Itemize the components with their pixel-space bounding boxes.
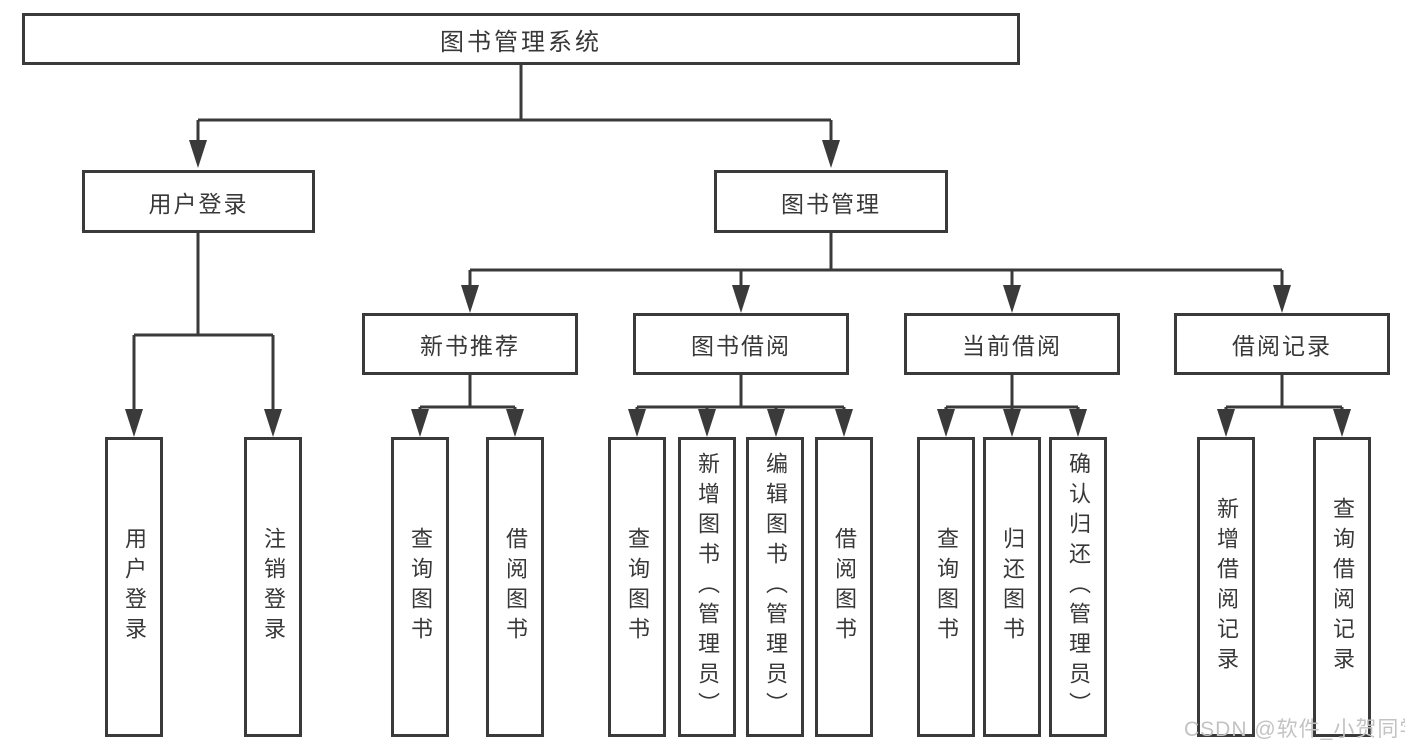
leaf-add-borrow-record: 新增借阅记录: [1197, 437, 1255, 737]
node-label: 用户登录: [122, 527, 147, 647]
node-user-login: 用户登录: [82, 170, 315, 233]
leaf-add-books-admin: 新增图书（管理员）: [678, 437, 736, 737]
node-label: 图书管理: [781, 190, 881, 217]
node-new-book-recommendation: 新书推荐: [362, 313, 578, 375]
leaf-query-borrow-record: 查询借阅记录: [1313, 437, 1371, 737]
leaf-confirm-return-admin: 确认归还（管理员）: [1049, 437, 1107, 737]
leaf-logout-login: 注销登录: [244, 437, 302, 737]
node-label: 查询图书: [934, 527, 959, 647]
node-label: 注销登录: [261, 527, 286, 647]
leaf-query-books-current: 查询图书: [917, 437, 975, 737]
node-label: 图书借阅: [691, 333, 791, 359]
node-label: 当前借阅: [962, 333, 1062, 359]
node-borrowing-records: 借阅记录: [1174, 313, 1390, 375]
node-book-management: 图书管理: [714, 170, 948, 233]
node-label: 借阅图书: [832, 527, 857, 647]
leaf-edit-books-admin: 编辑图书（管理员）: [746, 437, 804, 737]
csdn-watermark: CSDN @软件_小贺同学: [1184, 718, 1405, 741]
node-label: 编辑图书（管理员）: [763, 452, 788, 722]
node-label: 借阅图书: [503, 527, 528, 647]
node-label: 查询图书: [625, 527, 650, 647]
leaf-user-login: 用户登录: [105, 437, 163, 737]
leaf-query-books-recommend: 查询图书: [391, 437, 449, 737]
node-book-borrowing: 图书借阅: [633, 313, 849, 375]
node-label: 图书管理系统: [440, 28, 602, 56]
node-label: 新增图书（管理员）: [695, 452, 720, 722]
node-label: 查询借阅记录: [1330, 497, 1355, 677]
leaf-return-books: 归还图书: [983, 437, 1041, 737]
leaf-borrow-books-recommend: 借阅图书: [486, 437, 544, 737]
node-label: 新书推荐: [420, 333, 520, 359]
node-book-management-system: 图书管理系统: [22, 13, 1020, 65]
leaf-borrow-books: 借阅图书: [815, 437, 873, 737]
node-label: 归还图书: [1000, 527, 1025, 647]
node-label: 新增借阅记录: [1214, 497, 1239, 677]
node-current-borrowing: 当前借阅: [904, 313, 1120, 375]
node-label: 借阅记录: [1232, 333, 1332, 359]
leaf-query-books-borrow: 查询图书: [608, 437, 666, 737]
node-label: 查询图书: [408, 527, 433, 647]
node-label: 确认归还（管理员）: [1066, 452, 1091, 722]
node-label: 用户登录: [148, 190, 249, 217]
